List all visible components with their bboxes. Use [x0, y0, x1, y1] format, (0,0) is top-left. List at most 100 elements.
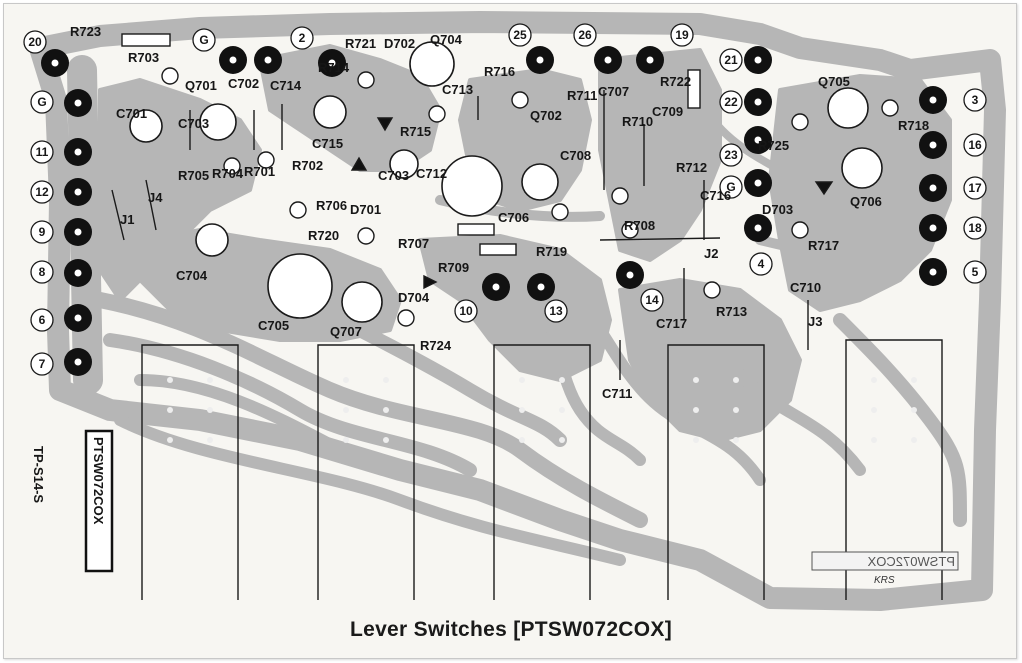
- pad-hole: [626, 271, 634, 279]
- component-label: C705: [258, 318, 289, 333]
- pin-ring: [719, 48, 743, 72]
- pin-ring: [23, 30, 47, 54]
- pin-number: 22: [724, 95, 738, 109]
- pin-number: 19: [675, 28, 689, 42]
- component-label: R722: [660, 74, 691, 89]
- component-label: R721: [345, 36, 376, 51]
- component-label: R709: [438, 260, 469, 275]
- pin-ring: [290, 26, 314, 50]
- switch-contact: [167, 407, 173, 413]
- pin-ring: [30, 352, 54, 376]
- resistor-symbol: [479, 243, 517, 256]
- switch-contact: [343, 437, 349, 443]
- board-code-text: PTSW072COX: [91, 437, 106, 525]
- lever-switch-1: [141, 344, 239, 600]
- pin-number: 17: [968, 181, 982, 195]
- pin-label: 18: [963, 216, 987, 240]
- pad-hole: [74, 188, 82, 196]
- component-label: J2: [704, 246, 718, 261]
- pin-ring: [719, 143, 743, 167]
- component-label: D704: [398, 290, 430, 305]
- small-pad: [703, 281, 721, 299]
- pin-ring: [963, 176, 987, 200]
- pin-number: 8: [39, 265, 46, 279]
- component-label: Q702: [530, 108, 562, 123]
- resistor-symbol: [457, 223, 495, 236]
- component-symbols: [111, 33, 883, 380]
- pin-ring: [508, 23, 532, 47]
- small-pad: [551, 203, 569, 221]
- jumper-arrow: [111, 189, 125, 241]
- electrolytic-cap-symbol: [129, 109, 163, 143]
- pin-ring: [454, 299, 478, 323]
- component-label: C703: [378, 168, 409, 183]
- pad-hole: [604, 56, 612, 64]
- pad-hole: [929, 268, 937, 276]
- diode-symbol: [376, 117, 394, 132]
- switch-contact: [343, 377, 349, 383]
- component-label: Q701: [185, 78, 217, 93]
- component-label: D703: [762, 202, 793, 217]
- pad-hole: [929, 96, 937, 104]
- component-label: C708: [560, 148, 591, 163]
- pin-ring: [670, 23, 694, 47]
- component-label: C712: [416, 166, 447, 181]
- pin-label: 25: [508, 23, 532, 47]
- transistor-symbol: [521, 163, 559, 201]
- small-pad: [223, 157, 241, 175]
- pin-label: G: [30, 90, 54, 114]
- switch-contact: [383, 437, 389, 443]
- pin-number: G: [199, 33, 208, 47]
- pin-label: 8: [30, 260, 54, 284]
- component-label: C716: [700, 188, 731, 203]
- pin-label: 19: [670, 23, 694, 47]
- component-label: R719: [536, 244, 567, 259]
- component-label: J4: [148, 190, 163, 205]
- pad-hole: [754, 224, 762, 232]
- pin-number: 6: [39, 313, 46, 327]
- switch-contact: [911, 437, 917, 443]
- pin-label: 22: [719, 90, 743, 114]
- component-label: C709: [652, 104, 683, 119]
- diode-symbol: [814, 181, 834, 196]
- pad-hole: [74, 228, 82, 236]
- component-label: C704: [176, 268, 208, 283]
- component-label: R711: [567, 88, 597, 103]
- component-label: J1: [120, 212, 134, 227]
- pin-ring: [30, 180, 54, 204]
- component-label: C710: [790, 280, 821, 295]
- pad-hole: [754, 98, 762, 106]
- diode-symbol: [350, 156, 368, 171]
- component-label: Q706: [850, 194, 882, 209]
- small-pad: [161, 67, 179, 85]
- pin-ring: [192, 28, 216, 52]
- small-pad: [881, 99, 899, 117]
- pin-label: 13: [544, 299, 568, 323]
- pad-hole: [536, 56, 544, 64]
- pad-hole: [74, 314, 82, 322]
- pin-number: 14: [645, 293, 659, 307]
- small-pad: [791, 113, 809, 131]
- jumper-arrow: [145, 179, 157, 231]
- electrolytic-cap-symbol: [195, 223, 229, 257]
- pin-ring: [640, 288, 664, 312]
- component-label: C711: [602, 386, 632, 401]
- pin-label: G: [192, 28, 216, 52]
- component-label: R705: [178, 168, 209, 183]
- component-label: J3: [808, 314, 822, 329]
- switch-contact: [207, 377, 213, 383]
- lever-switch-2: [317, 344, 415, 600]
- pin-label: 17: [963, 176, 987, 200]
- pin-label: 7: [30, 352, 54, 376]
- component-label: R720: [308, 228, 339, 243]
- pin-number: G: [37, 95, 46, 109]
- pin-ring: [963, 216, 987, 240]
- switch-contact: [167, 437, 173, 443]
- pin-ring: [30, 308, 54, 332]
- component-label: C715: [312, 136, 343, 151]
- jumper-arrow: [599, 237, 721, 241]
- transistor-symbol: [409, 41, 455, 87]
- switch-contact: [693, 407, 699, 413]
- pad-hole: [537, 283, 545, 291]
